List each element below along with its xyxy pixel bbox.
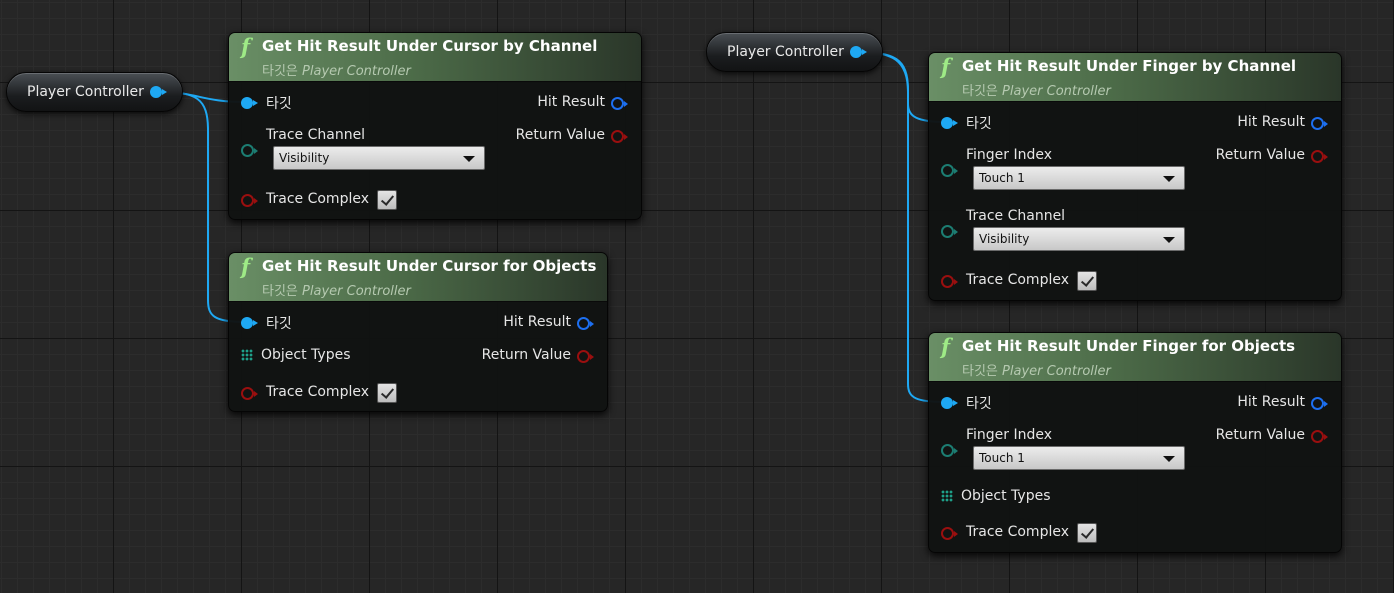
node-title: Get Hit Result Under Finger by Channel	[962, 57, 1297, 75]
hit-result-output-pin[interactable]	[1311, 117, 1328, 130]
trace-complex-input-pin[interactable]	[241, 194, 258, 207]
node-subtitle: 타깃은 Player Controller	[962, 84, 1111, 99]
trace-channel-value: Visibility	[979, 232, 1030, 246]
finger-index-value: Touch 1	[979, 451, 1025, 465]
trace-channel-dropdown[interactable]: Visibility	[273, 146, 485, 170]
trace-channel-input-pin[interactable]	[241, 144, 258, 157]
target-input-pin[interactable]	[941, 117, 958, 129]
finger-index-label: Finger Index	[966, 427, 1053, 443]
node-subtitle: 타깃은 Player Controller	[262, 64, 411, 79]
trace-complex-input-pin[interactable]	[241, 387, 258, 400]
player-controller-output-pin[interactable]	[150, 86, 167, 98]
finger-index-value: Touch 1	[979, 171, 1025, 185]
dropdown-arrow-icon	[1163, 456, 1175, 462]
player-controller-label: Player Controller	[27, 84, 144, 100]
trace-complex-input-pin[interactable]	[941, 275, 958, 288]
trace-channel-label: Trace Channel	[966, 208, 1066, 224]
target-label: 타깃	[266, 96, 292, 112]
trace-complex-label: Trace Complex	[966, 272, 1069, 288]
finger-index-input-pin[interactable]	[941, 444, 958, 457]
trace-channel-value: Visibility	[279, 151, 330, 165]
hit-result-output-pin[interactable]	[1311, 397, 1328, 410]
node-header: f Get Hit Result Under Finger by Channel…	[929, 53, 1341, 102]
trace-complex-label: Trace Complex	[266, 191, 369, 207]
return-value-label: Return Value	[515, 127, 605, 143]
target-label: 타깃	[266, 316, 292, 332]
player-controller-label: Player Controller	[727, 44, 844, 60]
player-controller-node-right[interactable]: Player Controller	[706, 32, 883, 72]
hit-result-label: Hit Result	[537, 94, 605, 110]
function-icon: f	[941, 334, 951, 359]
node-title: Get Hit Result Under Cursor for Objects	[262, 257, 597, 275]
node-title: Get Hit Result Under Finger for Objects	[962, 337, 1296, 355]
trace-complex-input-pin[interactable]	[941, 527, 958, 540]
node-get-hit-result-under-finger-for-objects[interactable]: f Get Hit Result Under Finger for Object…	[928, 332, 1342, 553]
object-types-label: Object Types	[261, 347, 351, 363]
node-title: Get Hit Result Under Cursor by Channel	[262, 37, 598, 55]
hit-result-label: Hit Result	[1237, 394, 1305, 410]
object-types-array-pin[interactable]	[941, 490, 953, 502]
target-input-pin[interactable]	[241, 97, 258, 109]
hit-result-output-pin[interactable]	[611, 97, 628, 110]
function-icon: f	[241, 254, 251, 279]
trace-complex-label: Trace Complex	[266, 384, 369, 400]
object-types-label: Object Types	[961, 488, 1051, 504]
return-value-output-pin[interactable]	[1311, 150, 1328, 163]
node-header: f Get Hit Result Under Finger for Object…	[929, 333, 1341, 382]
hit-result-label: Hit Result	[503, 314, 571, 330]
node-get-hit-result-under-cursor-by-channel[interactable]: f Get Hit Result Under Cursor by Channel…	[228, 32, 642, 220]
trace-channel-label: Trace Channel	[266, 127, 366, 143]
dropdown-arrow-icon	[1163, 176, 1175, 182]
finger-index-dropdown[interactable]: Touch 1	[973, 166, 1185, 190]
hit-result-label: Hit Result	[1237, 114, 1305, 130]
trace-complex-label: Trace Complex	[966, 524, 1069, 540]
return-value-output-pin[interactable]	[611, 130, 628, 143]
finger-index-input-pin[interactable]	[941, 164, 958, 177]
return-value-label: Return Value	[1215, 427, 1305, 443]
object-types-array-pin[interactable]	[241, 349, 253, 361]
function-icon: f	[241, 34, 251, 59]
player-controller-node-left[interactable]: Player Controller	[6, 72, 183, 112]
trace-complex-checkbox[interactable]	[1077, 523, 1097, 543]
node-subtitle: 타깃은 Player Controller	[262, 284, 411, 299]
node-get-hit-result-under-cursor-for-objects[interactable]: f Get Hit Result Under Cursor for Object…	[228, 252, 608, 412]
return-value-label: Return Value	[481, 347, 571, 363]
target-input-pin[interactable]	[241, 317, 258, 329]
player-controller-output-pin[interactable]	[850, 46, 867, 58]
node-header: f Get Hit Result Under Cursor by Channel…	[229, 33, 641, 82]
dropdown-arrow-icon	[1163, 237, 1175, 243]
target-input-pin[interactable]	[941, 397, 958, 409]
hit-result-output-pin[interactable]	[577, 317, 594, 330]
target-label: 타깃	[966, 116, 992, 132]
return-value-output-pin[interactable]	[1311, 430, 1328, 443]
return-value-output-pin[interactable]	[577, 350, 594, 363]
trace-complex-checkbox[interactable]	[1077, 271, 1097, 291]
node-header: f Get Hit Result Under Cursor for Object…	[229, 253, 607, 302]
function-icon: f	[941, 54, 951, 79]
trace-channel-input-pin[interactable]	[941, 225, 958, 238]
finger-index-label: Finger Index	[966, 147, 1053, 163]
trace-channel-dropdown[interactable]: Visibility	[973, 227, 1185, 251]
dropdown-arrow-icon	[463, 156, 475, 162]
return-value-label: Return Value	[1215, 147, 1305, 163]
finger-index-dropdown[interactable]: Touch 1	[973, 446, 1185, 470]
trace-complex-checkbox[interactable]	[377, 383, 397, 403]
target-label: 타깃	[966, 396, 992, 412]
trace-complex-checkbox[interactable]	[377, 190, 397, 210]
node-get-hit-result-under-finger-by-channel[interactable]: f Get Hit Result Under Finger by Channel…	[928, 52, 1342, 301]
node-subtitle: 타깃은 Player Controller	[962, 364, 1111, 379]
